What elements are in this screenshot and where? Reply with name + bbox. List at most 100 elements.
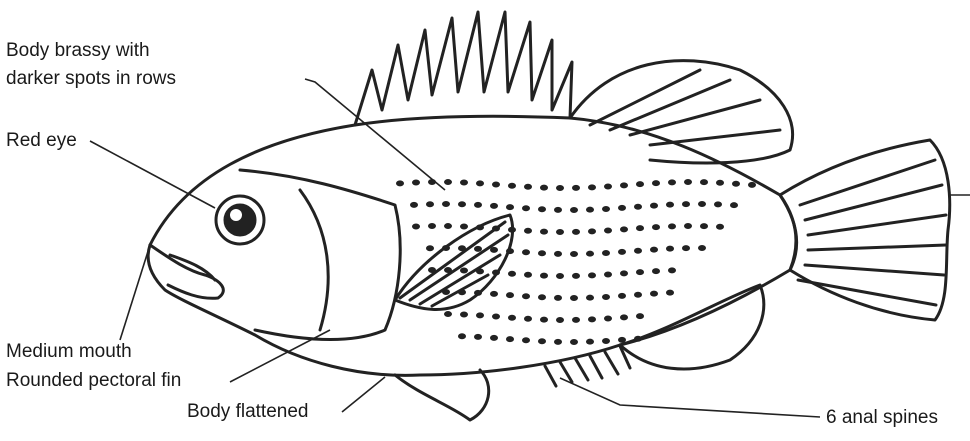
body-spot	[490, 247, 498, 253]
body-spot	[588, 316, 596, 322]
body-spot	[476, 224, 484, 230]
body-spot	[476, 268, 484, 274]
body-spot	[524, 184, 532, 190]
body-spot	[588, 184, 596, 190]
body-spot	[668, 267, 676, 273]
body-spot	[412, 224, 420, 230]
body-spot	[620, 314, 628, 320]
anal-spines	[545, 346, 630, 386]
body-spot	[444, 311, 452, 317]
body-spot	[650, 203, 658, 209]
body-spot	[586, 295, 594, 301]
body-spot	[506, 292, 514, 298]
body-spot	[570, 295, 578, 301]
body-spot	[460, 312, 468, 318]
body-spot	[458, 333, 466, 339]
body-spot	[458, 245, 466, 251]
body-spot	[572, 229, 580, 235]
body-spot	[572, 273, 580, 279]
body-spot	[522, 337, 530, 343]
leader-body-shape	[342, 377, 385, 412]
gill-cover	[240, 170, 400, 339]
body-spot	[604, 271, 612, 277]
body-spot	[538, 338, 546, 344]
label-mouth: Medium mouth	[6, 341, 132, 363]
body-spot	[554, 207, 562, 213]
body-spot	[506, 248, 514, 254]
soft-dorsal-fin	[570, 61, 793, 163]
body-spot	[732, 181, 740, 187]
leader-eye	[90, 141, 215, 208]
fish-mouth	[150, 245, 223, 298]
body-spot	[700, 179, 708, 185]
body-spot	[492, 270, 500, 276]
body-spot	[524, 272, 532, 278]
body-spot	[474, 246, 482, 252]
spiny-dorsal-fin	[355, 12, 572, 125]
body-spot	[620, 182, 628, 188]
body-spot	[586, 339, 594, 345]
body-spot	[636, 269, 644, 275]
body-spot	[666, 246, 674, 252]
body-spot	[540, 317, 548, 323]
body-spot	[540, 185, 548, 191]
body-spot	[620, 270, 628, 276]
body-spot	[490, 203, 498, 209]
body-spot	[618, 337, 626, 343]
body-spot	[588, 228, 596, 234]
body-spot	[428, 267, 436, 273]
body-spot	[650, 247, 658, 253]
body-spot	[490, 335, 498, 341]
body-spot	[554, 339, 562, 345]
body-spot	[492, 314, 500, 320]
body-spot	[570, 207, 578, 213]
body-spot	[634, 336, 642, 342]
body-spot	[636, 181, 644, 187]
body-spot	[444, 267, 452, 273]
body-spot	[602, 250, 610, 256]
body-spot	[458, 289, 466, 295]
body-spot	[522, 205, 530, 211]
body-spot	[476, 312, 484, 318]
body-spot	[490, 291, 498, 297]
body-spot	[506, 336, 514, 342]
body-spot	[586, 251, 594, 257]
body-spot	[444, 179, 452, 185]
body-spot	[570, 251, 578, 257]
body-spot	[540, 229, 548, 235]
label-body-color-line1: Body brassy with	[6, 40, 150, 62]
body-spot	[604, 315, 612, 321]
body-spot	[556, 273, 564, 279]
body-spot	[700, 223, 708, 229]
label-eye: Red eye	[6, 130, 77, 152]
body-spot	[714, 201, 722, 207]
body-spot	[538, 206, 546, 212]
body-spot	[410, 202, 418, 208]
body-spot	[682, 201, 690, 207]
body-spot	[524, 316, 532, 322]
leader-mouth	[120, 245, 150, 340]
body-spot	[554, 251, 562, 257]
body-spot	[538, 250, 546, 256]
body-spot	[668, 223, 676, 229]
body-spot	[396, 180, 404, 186]
body-spot	[492, 182, 500, 188]
body-spot	[508, 315, 516, 321]
body-spot	[556, 317, 564, 323]
body-spot	[586, 207, 594, 213]
body-spot	[474, 290, 482, 296]
body-spot	[474, 334, 482, 340]
body-spot	[748, 182, 756, 188]
body-spot	[442, 289, 450, 295]
body-spot	[604, 183, 612, 189]
label-body-color-line2: darker spots in rows	[6, 68, 176, 90]
leader-anal-spines	[560, 378, 820, 417]
body-spot	[426, 201, 434, 207]
body-spot	[652, 180, 660, 186]
body-spot	[716, 224, 724, 230]
body-spot	[460, 224, 468, 230]
body-spot	[442, 245, 450, 251]
body-spot	[650, 291, 658, 297]
body-spot	[698, 245, 706, 251]
body-spot	[682, 245, 690, 251]
